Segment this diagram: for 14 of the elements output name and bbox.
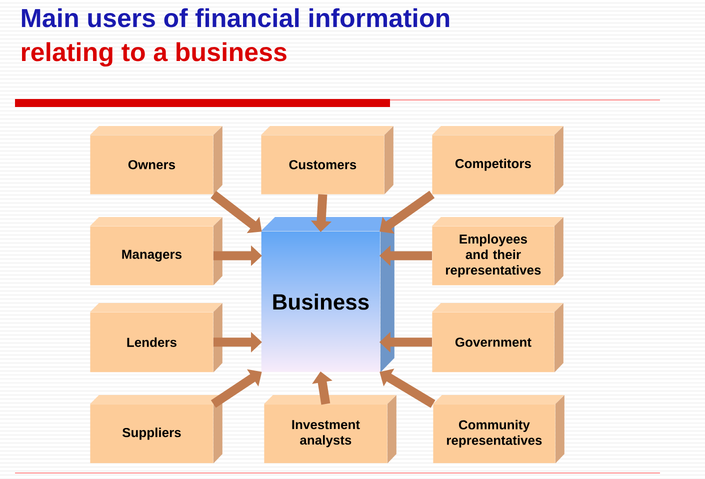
user-box: Community representatives (433, 394, 564, 464)
user-box: Investment analysts (264, 394, 396, 464)
user-box: Lenders (90, 303, 222, 372)
arrow (380, 190, 435, 234)
user-box: Competitors (432, 126, 564, 194)
title: Main users of financial information (22, 8, 450, 28)
user-box: Owners (90, 126, 222, 194)
title: relating to a business (22, 42, 286, 67)
user-box: Employees and their representatives (432, 216, 564, 286)
user-box: Managers (90, 216, 222, 286)
user-box: Government (432, 303, 564, 372)
user-box: Customers (261, 126, 394, 194)
user-box: Suppliers (90, 394, 222, 464)
node-label: Business (273, 294, 369, 310)
